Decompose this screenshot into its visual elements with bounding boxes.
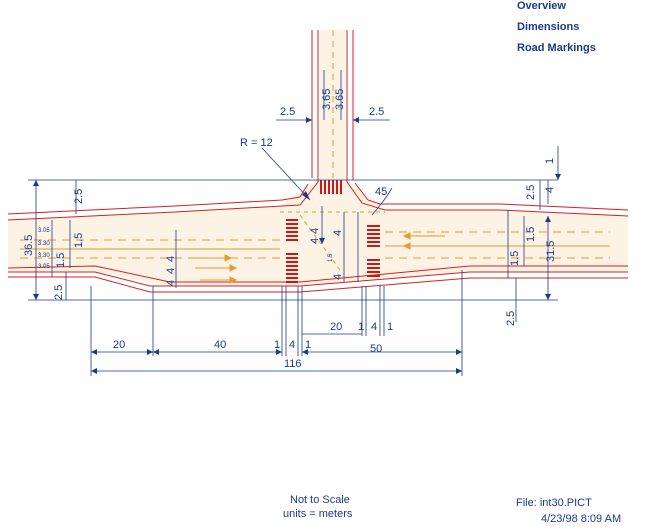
crosswalks <box>286 180 380 283</box>
dim-bottom-1-c: 1 <box>358 321 364 333</box>
dimension-lines <box>28 70 559 376</box>
nav-road-markings[interactable]: Road Markings <box>517 42 596 54</box>
dim-left-2-5-bot: 2.5 <box>53 285 65 300</box>
dim-left-1-5-a: 1.5 <box>73 233 85 248</box>
dim-bottom-20-right: 20 <box>330 321 342 333</box>
dim-right-2-5-bot: 2.5 <box>505 311 517 326</box>
dim-left-1-5-b: 1.5 <box>55 253 67 268</box>
dim-lane-b: 3.65 <box>334 89 346 110</box>
dim-small-3: 3.30 <box>38 253 50 259</box>
crosswalk-west <box>286 219 298 283</box>
dim-bottom-116: 116 <box>284 358 302 370</box>
dim-left-2-5-top: 2.5 <box>73 189 85 204</box>
dim-left-36-5: 36.5 <box>23 235 35 256</box>
dimension-labels: R = 12 45 2.5 2.5 3.65 3.65 1 2.5 4 36.5… <box>23 89 557 370</box>
dim-center-a: 4 <box>309 238 321 244</box>
dimension-arrowheads <box>33 117 561 374</box>
dim-bottom-1-b: 1 <box>305 339 311 351</box>
crosswalk-north <box>320 180 342 194</box>
units-note: units = meters <box>283 508 353 520</box>
dim-bottom-4-b: 4 <box>371 321 377 333</box>
road-edges <box>7 30 629 293</box>
dim-bottom-20-left: 20 <box>113 339 125 351</box>
dim-center-d: 4 <box>332 274 344 280</box>
dim-right-1: 1 <box>544 158 556 164</box>
nav-overview[interactable]: Overview <box>517 0 566 12</box>
dim-center-b: 4 <box>309 228 321 234</box>
dim-bottom-1-a: 1 <box>274 339 280 351</box>
dim-center-1-5: 1.5 <box>328 253 334 262</box>
dim-right-1-5-a: 1.5 <box>525 227 537 242</box>
radius-label: R = 12 <box>240 137 273 149</box>
dim-mid-a: 4 <box>165 256 177 262</box>
dim-small-2: 3.30 <box>38 241 50 247</box>
dim-bottom-50: 50 <box>370 343 382 355</box>
dim-mid-b: 4 <box>165 268 177 274</box>
dim-bottom-1-d: 1 <box>387 321 393 333</box>
crosswalk-east <box>367 225 380 277</box>
angle-label: 45 <box>375 186 387 198</box>
dim-bottom-4-a: 4 <box>289 339 295 351</box>
dim-right-2-5: 2.5 <box>525 185 537 200</box>
dim-top-right: 2.5 <box>369 106 384 118</box>
dim-right-1-5-b: 1.5 <box>509 251 521 266</box>
dim-right-31-5: 31.5 <box>545 241 557 262</box>
dim-small-4: 3.05 <box>38 264 50 270</box>
nav-dimensions[interactable]: Dimensions <box>517 21 580 33</box>
lane-arrows <box>190 232 445 284</box>
dim-lane-a: 3.65 <box>321 89 333 110</box>
dim-mid-c: 4 <box>165 280 177 286</box>
dim-bottom-40: 40 <box>214 339 226 351</box>
scale-note: Not to Scale <box>290 494 350 506</box>
dim-center-c: 4 <box>332 230 344 236</box>
dim-right-4: 4 <box>544 187 556 193</box>
file-label: File: int30.PICT <box>516 497 592 509</box>
date-label: 4/23/98 8:09 AM <box>541 513 622 525</box>
dim-top-left: 2.5 <box>280 106 295 118</box>
dim-small-1: 3.05 <box>38 228 50 234</box>
